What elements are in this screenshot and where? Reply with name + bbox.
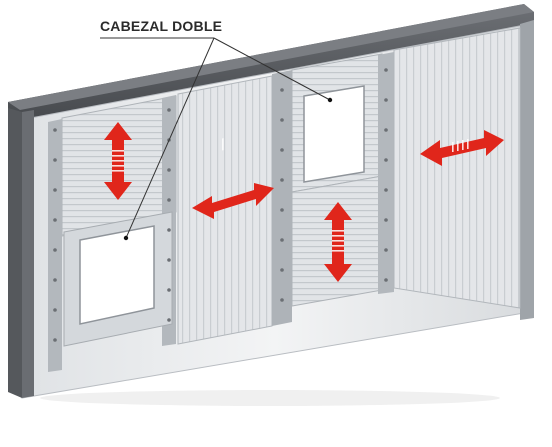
window-opening — [303, 85, 365, 183]
left-slide-panel — [177, 70, 292, 345]
callout-leader-lines — [100, 37, 333, 241]
callout-dot — [123, 235, 129, 241]
vertical-double-arrow — [324, 202, 352, 282]
callout-label: CABEZAL DOBLE — [100, 18, 223, 34]
callout-dot — [327, 97, 333, 103]
horizontal-double-arrow — [192, 138, 274, 219]
rivets — [53, 68, 388, 342]
right-slide-panel — [393, 27, 521, 309]
floor-shadow — [40, 390, 500, 406]
horizontal-double-arrow — [420, 130, 504, 166]
window-opening — [79, 225, 155, 325]
vertical-double-arrow — [104, 122, 132, 200]
center-lift-door — [291, 52, 394, 307]
left-window-frame — [63, 211, 173, 347]
top-frame-rail — [8, 4, 534, 126]
